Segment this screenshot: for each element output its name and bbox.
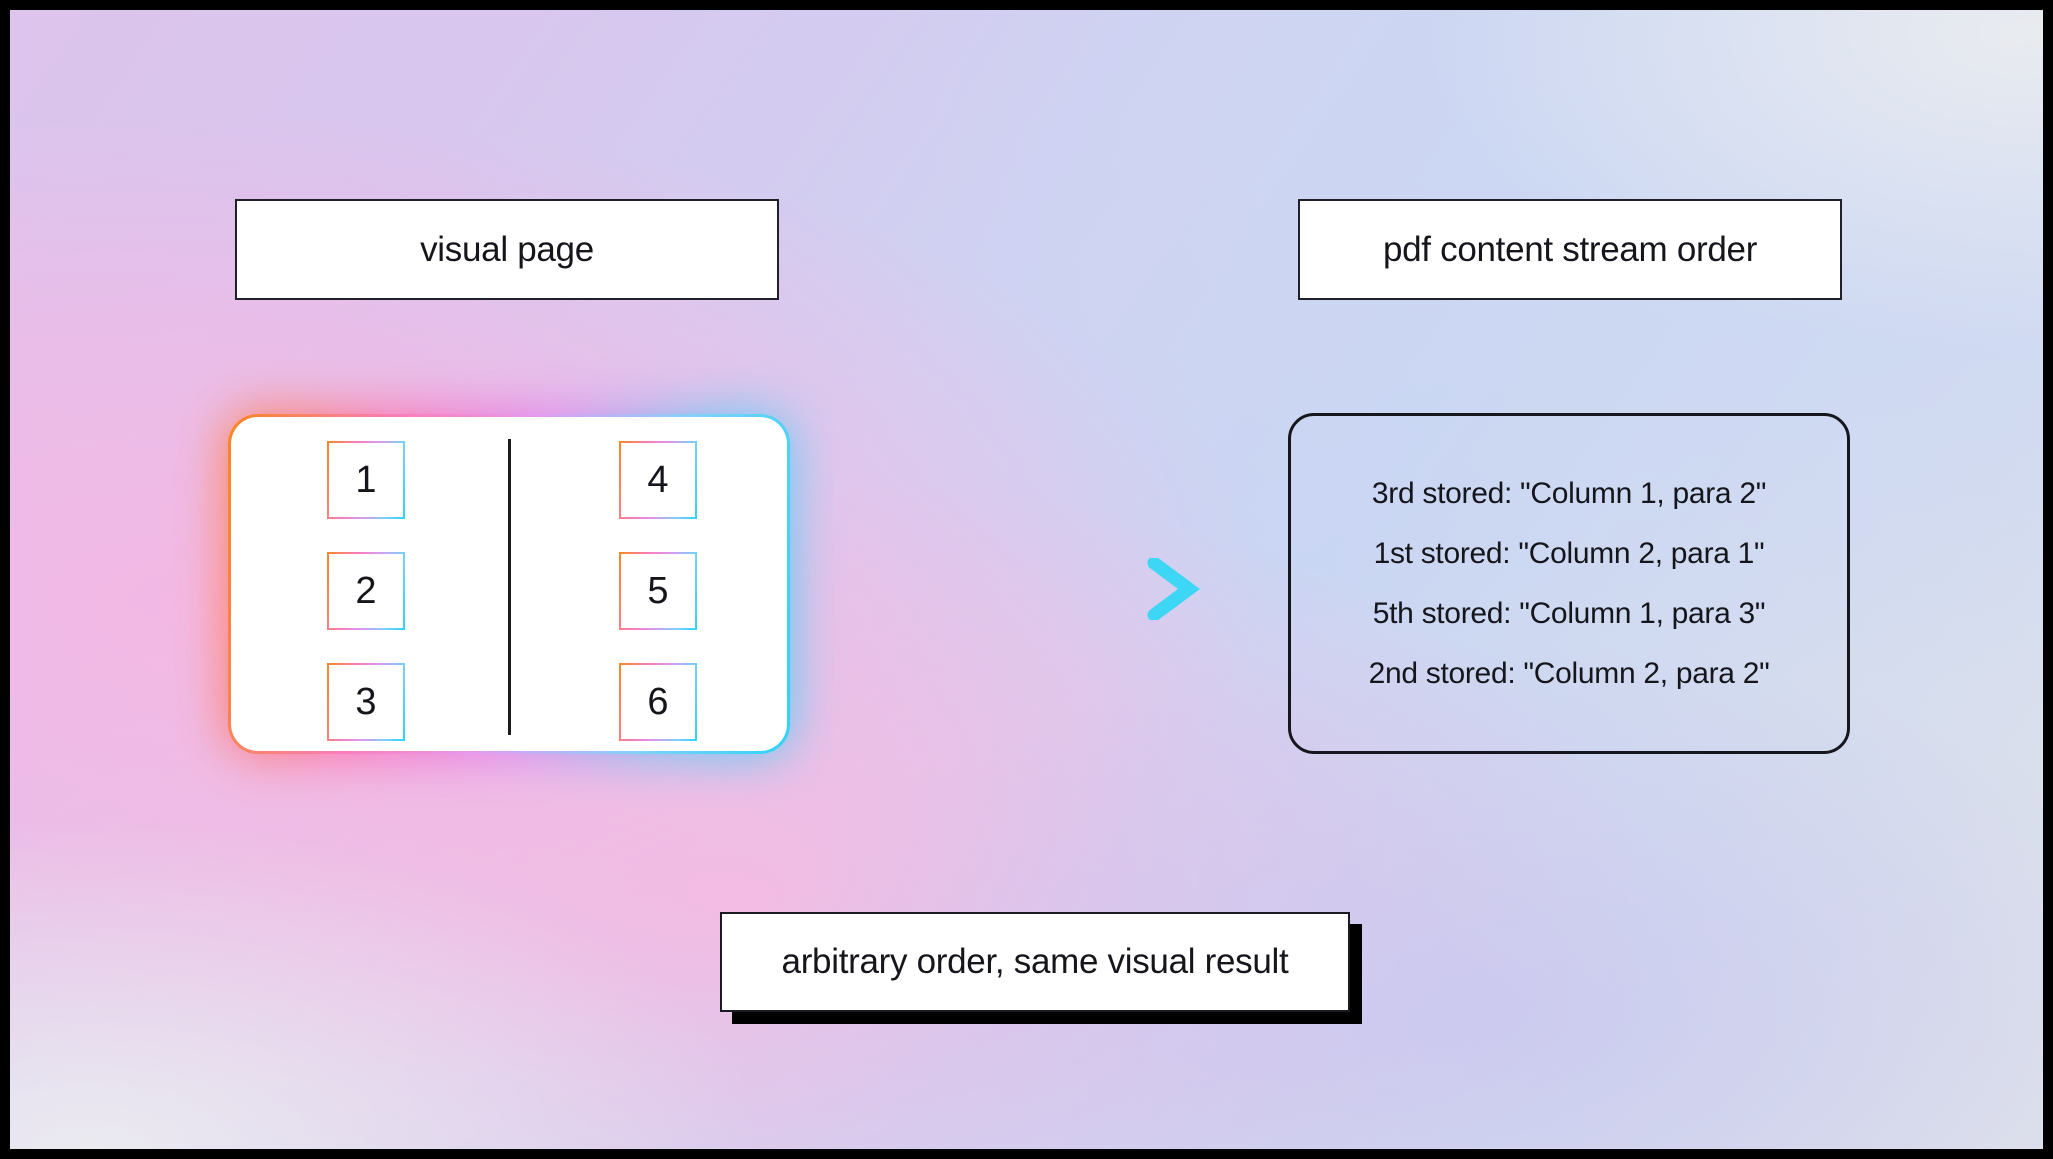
page-card: 1 2 3 4 5 6 [228,414,790,754]
paragraph-block-number: 2 [329,554,403,628]
page-column-left: 1 2 3 [291,441,441,741]
page-column-divider [507,439,511,735]
pdf-stream-order-title-box: pdf content stream order [1298,199,1842,300]
right-arrow-icon [866,558,1200,620]
paragraph-block: 3 [327,663,405,741]
pdf-stream-order-panel: 3rd stored: "Column 1, para 2" 1st store… [1288,413,1850,754]
paragraph-block: 4 [619,441,697,519]
paragraph-block: 1 [327,441,405,519]
stream-order-line: 1st stored: "Column 2, para 1" [1373,536,1765,570]
paragraph-block: 2 [327,552,405,630]
paragraph-block-number: 5 [621,554,695,628]
page-column-right: 4 5 6 [583,441,733,741]
paragraph-block-number: 1 [329,443,403,517]
paragraph-block-number: 6 [621,665,695,739]
caption-wrapper: arbitrary order, same visual result [720,912,1362,1024]
stream-order-line: 3rd stored: "Column 1, para 2" [1371,476,1767,510]
visual-page-title-text: visual page [420,229,594,269]
paragraph-block-number: 3 [329,665,403,739]
paragraph-block: 6 [619,663,697,741]
caption-text: arbitrary order, same visual result [781,942,1289,981]
page-card-inner: 1 2 3 4 5 6 [231,417,787,751]
paragraph-block: 5 [619,552,697,630]
stream-order-line: 5th stored: "Column 1, para 3" [1372,596,1766,630]
caption-box: arbitrary order, same visual result [720,912,1350,1012]
pdf-stream-order-title-text: pdf content stream order [1382,229,1758,269]
visual-page-title-box: visual page [235,199,779,300]
paragraph-block-number: 4 [621,443,695,517]
stream-order-line: 2nd stored: "Column 2, para 2" [1368,656,1770,690]
